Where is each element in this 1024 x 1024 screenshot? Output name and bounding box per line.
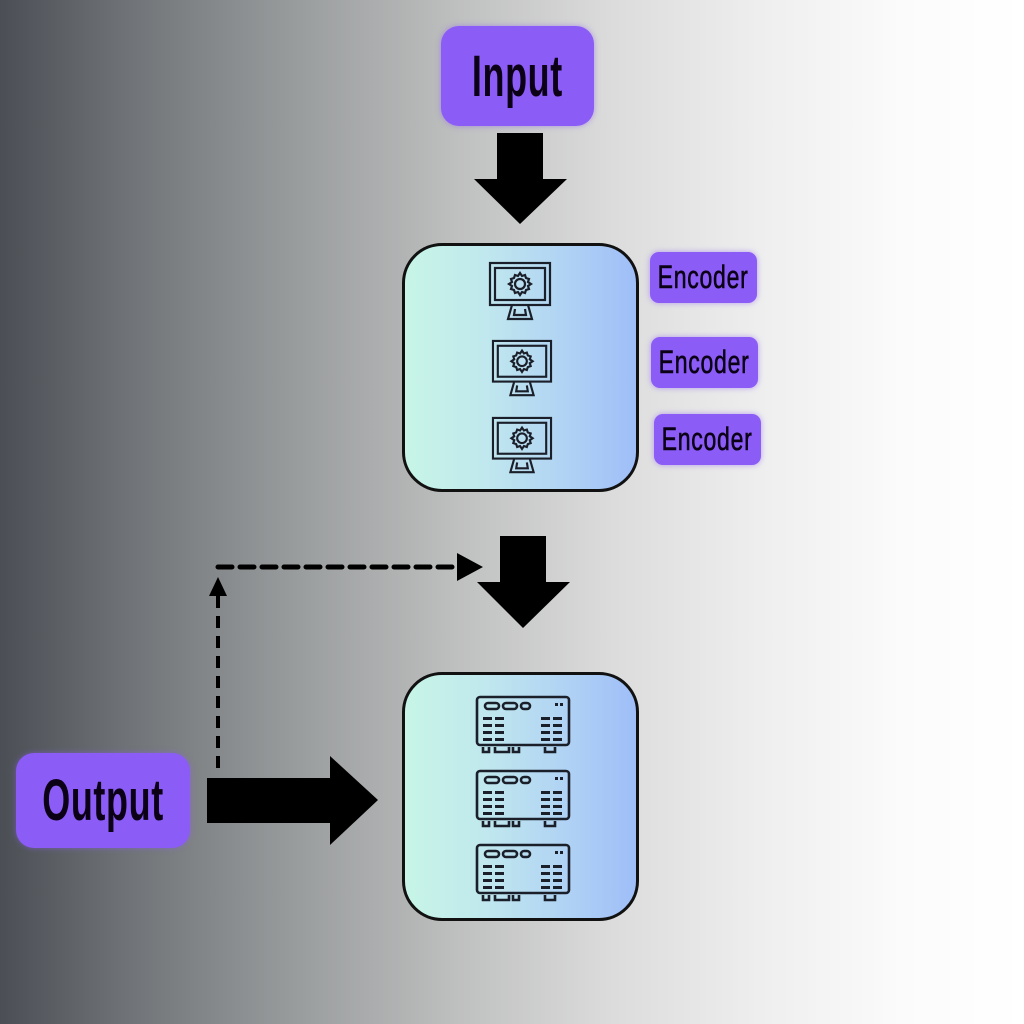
monitor-gear-icon [491, 416, 553, 474]
encoder-label-1: Encoder [650, 252, 757, 303]
output-node: Output [16, 753, 190, 848]
server-unit-icon [475, 769, 571, 828]
encoder-label-text: Encoder [658, 259, 749, 296]
encoder-label-3: Encoder [654, 414, 761, 465]
input-label: Input [472, 43, 563, 109]
server-unit-icon [475, 695, 571, 754]
encoder-to-decoder-arrow [477, 536, 570, 628]
input-to-encoder-arrow [474, 133, 567, 224]
output-label: Output [42, 768, 164, 833]
encoder-label-text: Encoder [659, 344, 750, 381]
monitor-gear-icon [488, 261, 552, 321]
output-to-decoder-arrow [207, 756, 378, 845]
input-node: Input [441, 26, 594, 126]
decoder-stack-box [402, 672, 639, 921]
monitor-gear-icon [491, 339, 553, 397]
encoder-stack-box [402, 243, 639, 492]
encoder-label-text: Encoder [662, 421, 753, 458]
server-unit-icon [475, 843, 571, 902]
encoder-label-2: Encoder [651, 337, 758, 388]
